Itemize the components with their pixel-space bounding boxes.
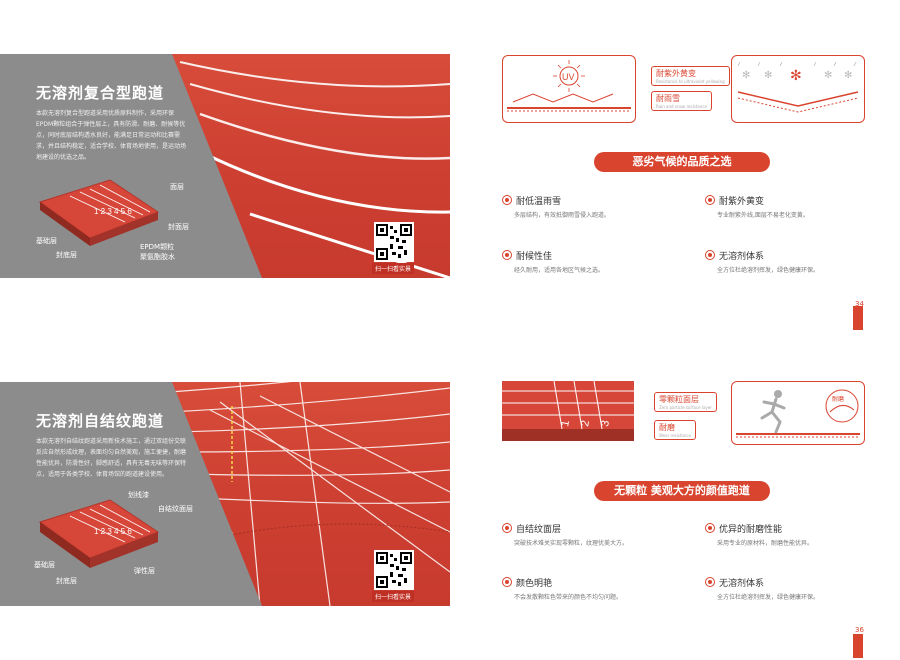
wear-badge: 耐磨 <box>832 396 845 403</box>
feature-title: 耐低温雨雪 <box>502 194 561 207</box>
bullet-icon <box>705 523 715 533</box>
bullet-icon <box>502 577 512 587</box>
bullet-icon <box>705 577 715 587</box>
page-description: 本款无溶剂复合型跑道采用优质原料制作，采用环保EPDM颗粒组合于弹性层上，具有防… <box>36 110 187 161</box>
snowflake-icon: ✻ ✻ ✻ ✻ ✻ <box>737 61 859 113</box>
svg-text:✻: ✻ <box>824 70 832 81</box>
svg-text:1 2 3 4 5 6: 1 2 3 4 5 6 <box>94 527 132 536</box>
label-seal: 封底层 <box>56 577 77 585</box>
feature-title: 颜色明艳 <box>502 576 552 589</box>
label-elastic: 弹性层 <box>134 567 155 575</box>
svg-text:✻: ✻ <box>844 70 852 81</box>
texture-illustration: 1 2 3 <box>502 380 634 443</box>
svg-text:UV: UV <box>562 72 575 82</box>
page-number: 34 <box>855 300 864 308</box>
svg-text:✻: ✻ <box>764 70 772 81</box>
label-base: 基础层 <box>34 561 55 569</box>
label-line-paint: 划线漆 <box>128 491 149 499</box>
runner-illustration: 耐磨 <box>731 381 865 445</box>
feature-desc: 全方位杜绝溶剂挥发，绿色健康环保。 <box>717 594 820 601</box>
label-seal-bottom: 封底层 <box>56 251 77 259</box>
qr-code[interactable] <box>374 550 414 590</box>
bullet-icon <box>705 195 715 205</box>
label-pu: 聚氨酯胶水 <box>140 253 175 261</box>
snow-illustration: ✻ ✻ ✻ ✻ ✻ <box>731 55 865 123</box>
feature-desc: 全方位杜绝溶剂挥发，绿色健康环保。 <box>717 267 820 274</box>
track-lines <box>179 61 450 278</box>
svg-text:3: 3 <box>599 419 612 427</box>
page-marker <box>853 634 863 658</box>
feature-desc: 专业耐紫外线,面层不易老化变黄。 <box>717 212 809 219</box>
feature-desc: 不会发散颗粒色带来的颜色不均匀问题。 <box>514 594 623 601</box>
bullet-icon <box>502 195 512 205</box>
hero-panel-texture: 无溶剂自结纹跑道 本款无溶剂自结纹跑道采用新技术施工，通过双组份交联反应自然形成… <box>0 382 450 606</box>
feature-desc: 突破技术难关实现零颗粒，纹理优美大方。 <box>514 540 629 547</box>
svg-text:2: 2 <box>579 419 592 427</box>
label-seal-top: 封面层 <box>168 223 189 231</box>
section-banner: 无颗粒 美观大方的颜值跑道 <box>594 481 770 501</box>
qr-code[interactable] <box>374 222 414 262</box>
layer-diagram: 1 2 3 4 5 6 <box>38 179 160 246</box>
section-banner: 恶劣气候的品质之选 <box>594 152 770 172</box>
feature-desc: 多层结构，有效抵御雨雪侵入跑道。 <box>514 212 611 219</box>
page-title: 无溶剂复合型跑道 <box>36 84 165 102</box>
qr-caption: 扫一扫看实景 <box>372 263 415 274</box>
label-surface: 面层 <box>170 183 184 191</box>
sun-uv-icon: UV <box>507 60 631 112</box>
label-base: 基础层 <box>36 237 57 245</box>
svg-text:✻: ✻ <box>742 70 750 81</box>
label-texture: 自结纹面层 <box>158 505 193 513</box>
svg-text:✻: ✻ <box>790 68 802 84</box>
svg-text:1 2 3 4 5 6: 1 2 3 4 5 6 <box>94 207 132 216</box>
page-description: 本款无溶剂自结纹跑道采用新技术施工，通过双组份交联反应自然形成纹理，表面均匀自然… <box>36 438 187 478</box>
feature-title: 优异的耐磨性能 <box>705 522 782 535</box>
layer-diagram: 1 2 3 4 5 6 <box>38 499 160 568</box>
bullet-icon <box>502 523 512 533</box>
page-number: 36 <box>855 626 864 634</box>
feature-title: 自结纹面层 <box>502 522 561 535</box>
feature-title: 无溶剂体系 <box>705 576 764 589</box>
label-epdm: EPDM颗粒 <box>140 243 175 251</box>
bullet-icon <box>502 250 512 260</box>
bullet-icon <box>705 250 715 260</box>
feature-title: 耐紫外黄变 <box>705 194 764 207</box>
feature-desc: 经久耐用，适用各地区气候之选。 <box>514 267 605 274</box>
runner-icon <box>736 389 860 438</box>
page-title: 无溶剂自结纹跑道 <box>36 412 165 430</box>
uv-illustration: UV <box>502 55 636 123</box>
svg-text:1: 1 <box>559 419 572 427</box>
qr-caption: 扫一扫看实景 <box>372 591 415 602</box>
feature-title: 无溶剂体系 <box>705 249 764 262</box>
hero-panel-composite: 无溶剂复合型跑道 本款无溶剂复合型跑道采用优质原料制作，采用环保EPDM颗粒组合… <box>0 54 450 278</box>
page-marker <box>853 306 863 330</box>
feature-desc: 采用专业的原材料，耐磨性能优异。 <box>717 540 814 547</box>
feature-title: 耐候性佳 <box>502 249 552 262</box>
